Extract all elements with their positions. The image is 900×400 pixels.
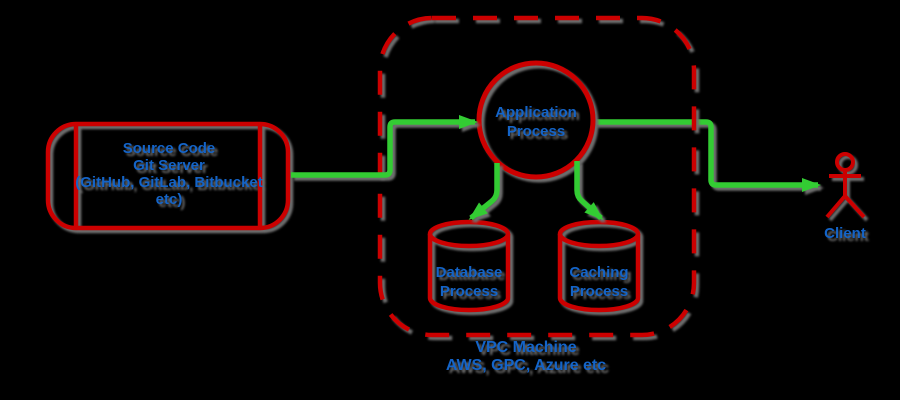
caching-label-line-2: Process — [570, 283, 628, 300]
database-cylinder-top — [427, 219, 511, 249]
caching-cylinder-body — [557, 234, 641, 313]
application-process-circle: Application Process — [476, 60, 596, 180]
database-label-line-2: Process — [440, 283, 498, 300]
client-head — [835, 152, 855, 172]
database-label-line-1: Database — [436, 264, 503, 281]
source-code-box: Source Code Git Server (GitHub, GitLab, … — [45, 121, 291, 231]
client-left-leg — [825, 194, 847, 219]
arrow-app-to-database — [468, 163, 500, 221]
source-box-label-line-3: (GitHub, GitLab, Bitbucket — [75, 174, 263, 191]
database-cylinder-body — [427, 234, 511, 313]
vpc-caption-line-2: AWS, GPC, Azure etc — [446, 357, 606, 374]
source-box-label-line-1: Source Code — [123, 140, 216, 157]
database-cylinder: Database Process — [427, 219, 511, 313]
app-circle-label-line-2: Process — [507, 123, 565, 140]
client-actor: Client — [824, 152, 866, 242]
caching-cylinder: Caching Process — [557, 219, 641, 313]
client-right-leg — [843, 194, 866, 219]
arrow-source-to-app-line — [291, 115, 478, 178]
source-box-label-line-4: etc) — [156, 191, 183, 208]
arrow-source-to-app — [291, 115, 478, 178]
caching-cylinder-top — [557, 219, 641, 249]
arrow-app-to-client-line — [594, 119, 821, 192]
vpc-caption-line-1: VPC Machine — [475, 339, 576, 356]
arrow-app-to-client — [594, 119, 821, 192]
source-box-outline — [45, 121, 291, 231]
app-circle-label-line-1: Application — [495, 104, 577, 121]
vpc-caption: VPC Machine AWS, GPC, Azure etc — [446, 339, 606, 374]
arrow-app-to-database-line — [468, 163, 500, 221]
source-box-label-line-2: Git Server — [133, 157, 205, 174]
arrow-app-to-caching — [574, 161, 604, 221]
app-circle-outline — [476, 60, 596, 180]
caching-label-line-1: Caching — [569, 264, 628, 281]
arrow-app-to-caching-line — [574, 161, 604, 221]
client-label: Client — [824, 225, 866, 242]
